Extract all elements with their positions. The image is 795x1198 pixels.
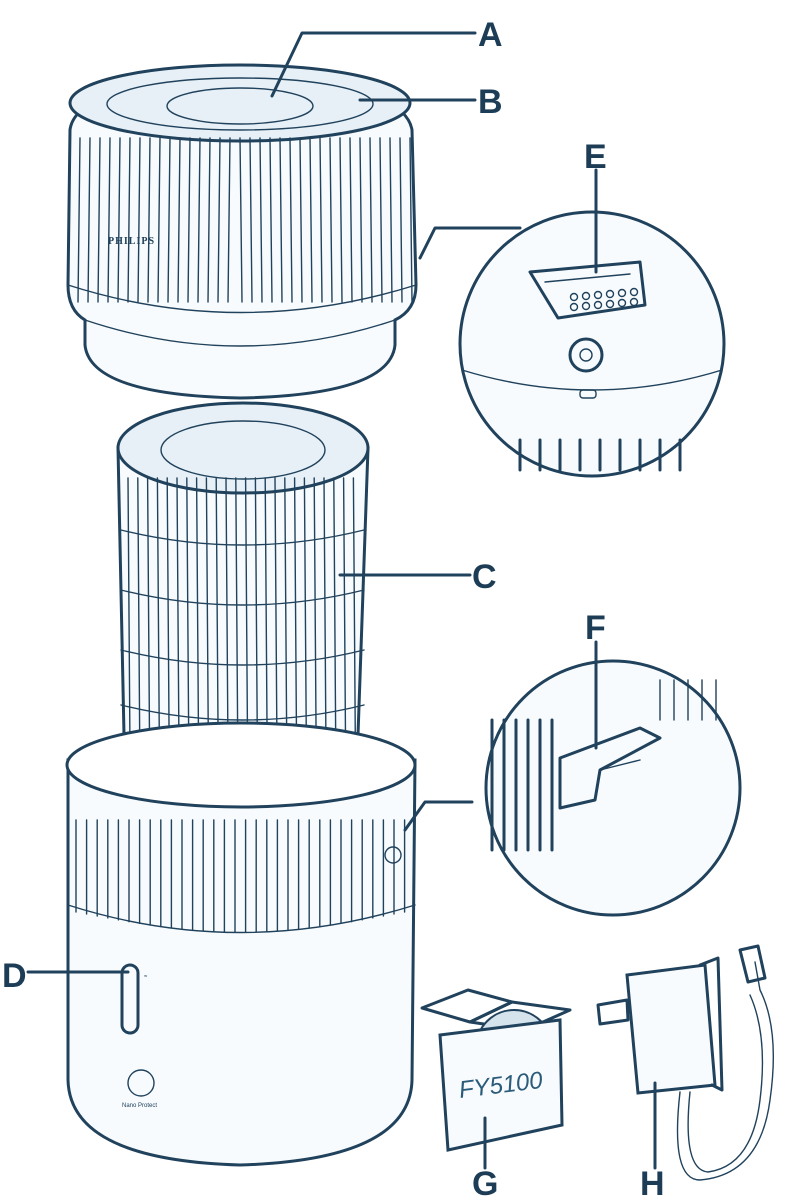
nano-protect-text: Nano Protect xyxy=(122,1103,157,1109)
label-a: A xyxy=(478,16,503,54)
svg-text:≈: ≈ xyxy=(144,974,148,980)
label-b: B xyxy=(478,83,503,121)
detail-circle-e xyxy=(418,210,726,478)
top-cover: PHILIPS xyxy=(66,63,418,400)
label-c: C xyxy=(472,558,497,596)
brand-logo: PHILIPS xyxy=(108,236,155,247)
detail-circle-f xyxy=(384,659,742,917)
replacement-box: FY5100 xyxy=(420,988,572,1152)
label-g: G xyxy=(472,1165,498,1198)
callout-lines xyxy=(26,31,657,1170)
base-tank: ≈ Nano Protect xyxy=(65,721,417,1167)
nano-protect-logo xyxy=(127,1069,155,1097)
water-level-window xyxy=(120,963,140,1035)
label-d: D xyxy=(2,957,27,995)
label-h: H xyxy=(640,1165,665,1198)
label-f: F xyxy=(585,609,606,647)
filter-cylinder xyxy=(116,401,370,762)
power-adapter xyxy=(596,944,775,1181)
label-e: E xyxy=(584,138,607,176)
